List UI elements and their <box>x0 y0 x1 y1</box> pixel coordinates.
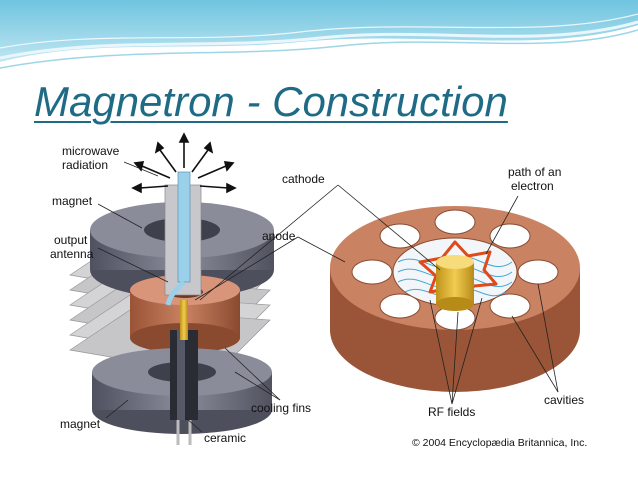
label-path-of-an: path of an <box>508 165 561 179</box>
cavities <box>351 209 559 331</box>
label-electron: electron <box>511 179 554 193</box>
header-wave <box>0 0 638 69</box>
label-cooling-fins: cooling fins <box>251 401 311 415</box>
anode-cross-section <box>330 206 580 392</box>
label-microwave: microwave <box>62 144 120 158</box>
copyright-text: © 2004 Encyclopædia Britannica, Inc. <box>412 437 587 449</box>
cathode-filament <box>180 300 188 340</box>
output-antenna <box>164 171 202 306</box>
label-ceramic: ceramic <box>204 431 246 445</box>
radiation-arrows-icon <box>131 132 237 194</box>
label-antenna: antenna <box>50 247 94 261</box>
diagram-labels: microwave radiation magnet output antenn… <box>50 144 587 449</box>
magnetron-cutaway <box>69 132 274 445</box>
cathode-cylinder <box>436 255 474 311</box>
label-magnet-bottom: magnet <box>60 417 101 431</box>
label-magnet-top: magnet <box>52 194 93 208</box>
label-cathode: cathode <box>282 172 325 186</box>
label-output: output <box>54 233 88 247</box>
label-cavities: cavities <box>544 393 584 407</box>
leader-lines <box>97 161 559 433</box>
label-anode: anode <box>262 229 296 243</box>
label-rf-fields: RF fields <box>428 405 475 419</box>
slide-title: Magnetron - Construction <box>34 78 508 125</box>
label-radiation: radiation <box>62 158 108 172</box>
